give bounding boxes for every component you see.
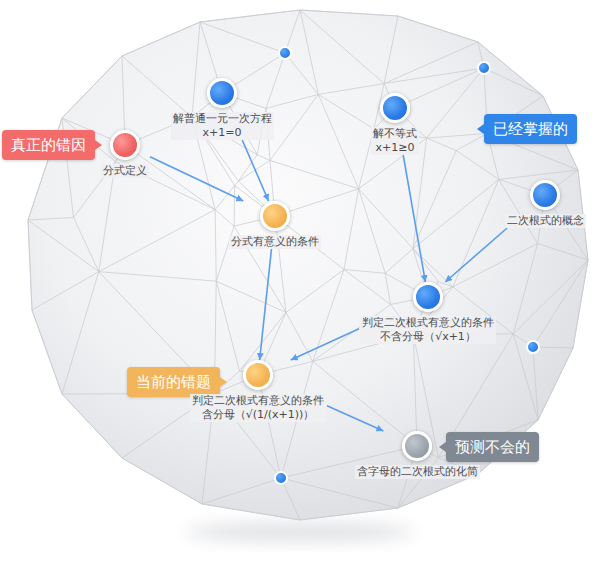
tag-pointer (95, 140, 102, 150)
node-circle (243, 360, 273, 390)
node-label: 解普通一元一次方程 x+1=0 (171, 112, 274, 140)
node-label: 分式定义 (101, 164, 149, 178)
mesh-lines (28, 10, 588, 520)
tag-label: 预测不会的 (446, 432, 539, 462)
node-label: 解不等式 x+1≥0 (371, 127, 419, 155)
sphere-shadow (185, 522, 415, 542)
concept-node: 解普通一元一次方程 x+1=0 (170, 78, 275, 140)
arrow-connector (150, 157, 243, 201)
sphere-outline (28, 10, 588, 520)
node-label: 含字母的二次根式的化简 (355, 465, 480, 479)
tag-pointer (439, 442, 446, 452)
tag-label: 当前的错题 (127, 367, 220, 397)
node-circle (260, 201, 290, 231)
arrow-connector (403, 155, 425, 282)
arrow-connector (327, 406, 383, 431)
node-circle (402, 431, 432, 461)
node-circle (207, 78, 237, 108)
tag-label: 已经掌握的 (484, 114, 577, 144)
concept-node: 判定二次根式有意义的条件 含分母（√(1/(x+1))） (189, 360, 327, 422)
node-circle (413, 282, 443, 312)
node-circle (110, 130, 140, 160)
arrow-connector (242, 140, 268, 201)
concept-node: 分式有意义的条件 (228, 201, 322, 249)
node-label: 二次根式的概念 (505, 214, 586, 228)
mesh-dot (279, 47, 291, 59)
node-label: 判定二次根式有意义的条件 含分母（√(1/(x+1))） (190, 394, 326, 422)
arrow-connector (260, 249, 272, 360)
callout-tag: 预测不会的 (446, 432, 539, 462)
mesh-dot (478, 62, 490, 74)
concept-node: 二次根式的概念 (504, 180, 587, 228)
concept-node: 分式定义 (100, 130, 150, 178)
concept-node: 解不等式 x+1≥0 (370, 93, 420, 155)
callout-tag: 当前的错题 (127, 367, 220, 397)
sphere-mesh (28, 10, 588, 520)
node-circle (380, 93, 410, 123)
node-circle (530, 180, 560, 210)
concept-node: 含字母的二次根式的化简 (354, 431, 481, 479)
node-label: 判定二次根式有意义的条件 不含分母（√x+1） (360, 316, 496, 344)
tag-pointer (220, 377, 227, 387)
arrow-connector (445, 228, 507, 282)
mesh-dot (275, 472, 287, 484)
tag-label: 真正的错因 (2, 130, 95, 160)
tag-pointer (477, 124, 484, 134)
callout-tag: 已经掌握的 (484, 114, 577, 144)
callout-tag: 真正的错因 (2, 130, 95, 160)
concept-node: 判定二次根式有意义的条件 不含分母（√x+1） (359, 282, 497, 344)
arrow-connector (291, 329, 359, 360)
mesh-dot (527, 341, 539, 353)
node-label: 分式有意义的条件 (229, 235, 321, 249)
